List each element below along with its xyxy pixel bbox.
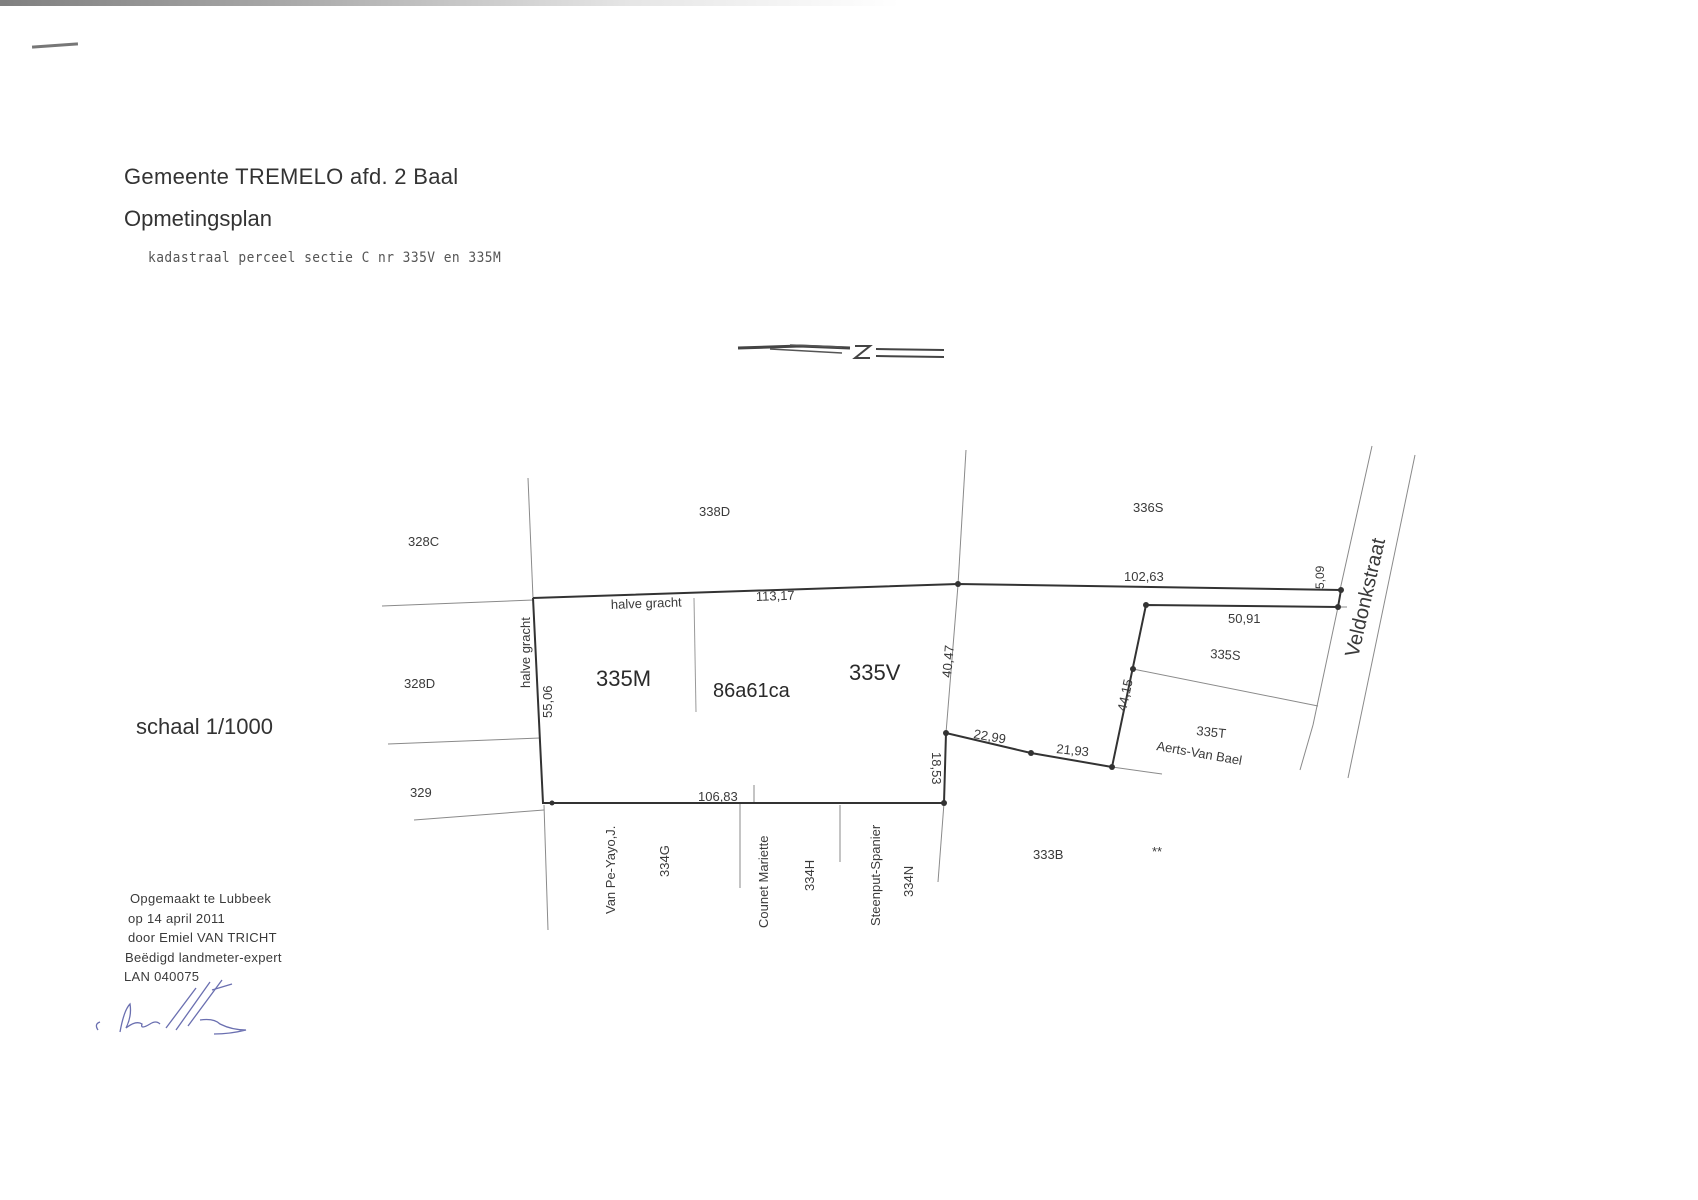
- dim-street-offset: 5,09: [1313, 565, 1327, 589]
- north-arrow-icon: Z: [737, 344, 945, 359]
- parcel-label-334G: 334G: [657, 845, 672, 877]
- stars-annotation: **: [1152, 844, 1162, 859]
- dim-top-left: 113,17: [756, 588, 795, 604]
- halve-gracht-top: halve gracht: [611, 595, 683, 612]
- footer-license-number: LAN 040075: [124, 969, 200, 984]
- owner-label-van-pe: Van Pe-Yayo,J.: [603, 826, 618, 914]
- dim-bottom: 106,83: [698, 789, 738, 804]
- surveyor-footer: Opgemaakt te Lubbeek op 14 april 2011 do…: [124, 889, 282, 987]
- scan-edge-artifact: [0, 0, 900, 6]
- parcel-label-334N: 334N: [901, 866, 916, 897]
- survey-points: [549, 581, 1344, 806]
- municipality-title: Gemeente TREMELO afd. 2 Baal: [124, 164, 459, 189]
- parcel-label-328C: 328C: [408, 534, 439, 549]
- parcel-label-335S: 335S: [1210, 646, 1242, 663]
- neighbor-boundaries: [381, 445, 1416, 931]
- street-name-veldonkstraat: Veldonkstraat: [1341, 536, 1390, 659]
- footer-surveyor-title: Beëdigd landmeter-expert: [125, 949, 282, 965]
- scale-label: schaal 1/1000: [136, 714, 273, 739]
- parcel-label-336S: 336S: [1133, 500, 1164, 515]
- owner-label-aerts: Aerts-Van Bael: [1155, 738, 1243, 768]
- parcel-label-328D: 328D: [404, 676, 435, 691]
- dim-middle-vertical: 40,47: [939, 645, 957, 679]
- dim-diag-1: 22,99: [972, 726, 1007, 746]
- dim-step-vertical: 18,53: [929, 752, 944, 785]
- dim-right-vertical: 44,15: [1114, 678, 1135, 713]
- document-type-title: Opmetingsplan: [124, 206, 272, 231]
- parcel-label-334H: 334H: [802, 860, 817, 891]
- dim-left-side: 55,06: [540, 685, 555, 718]
- parcel-label-335M: 335M: [596, 666, 651, 691]
- footer-date: op 14 april 2011: [128, 910, 226, 926]
- owner-label-counet: Counet Mariette: [756, 836, 771, 929]
- parcel-label-335T: 335T: [1196, 723, 1227, 741]
- parcel-label-333B: 333B: [1033, 847, 1063, 862]
- dim-inner-top: 50,91: [1228, 611, 1261, 626]
- parcel-description: kadastraal perceel sectie C nr 335V en 3…: [148, 250, 502, 266]
- halve-gracht-left: halve gracht: [518, 617, 533, 688]
- footer-surveyor-name: door Emiel VAN TRICHT: [128, 930, 277, 945]
- dim-top-right: 102,63: [1124, 569, 1164, 584]
- dim-diag-2: 21,93: [1056, 741, 1090, 759]
- parcel-area: 86a61ca: [713, 680, 791, 702]
- owner-label-steenput: Steenput-Spanier: [868, 824, 883, 926]
- footer-place: Opgemaakt te Lubbeek: [130, 891, 272, 906]
- parcel-label-335V: 335V: [849, 660, 901, 685]
- signature-icon: [95, 979, 247, 1035]
- parcel-label-329: 329: [410, 785, 432, 800]
- parcel-label-338D: 338D: [699, 504, 730, 519]
